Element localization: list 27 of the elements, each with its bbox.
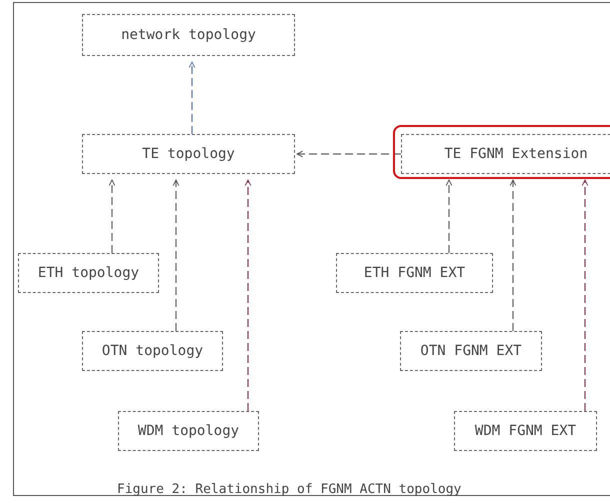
arrow bbox=[296, 150, 401, 158]
topology-box bbox=[400, 331, 542, 371]
arrow bbox=[446, 180, 452, 253]
topology-box bbox=[336, 253, 493, 293]
figure-caption: Figure 2: Relationship of FGNM ACTN topology bbox=[117, 482, 462, 497]
box-label: OTN topology bbox=[102, 343, 204, 359]
topology-box bbox=[18, 253, 159, 293]
box-label: ETH topology bbox=[38, 265, 140, 281]
topology-box bbox=[401, 134, 610, 174]
topology-box bbox=[82, 14, 295, 56]
topology-box bbox=[118, 411, 259, 451]
box-label: TE topology bbox=[142, 146, 235, 162]
topology-box bbox=[82, 331, 223, 371]
arrow bbox=[510, 180, 516, 331]
arrow bbox=[188, 62, 196, 134]
arrow bbox=[244, 180, 252, 411]
box-label: ETH FGNM EXT bbox=[364, 265, 466, 281]
box-label: OTN FGNM EXT bbox=[420, 343, 522, 359]
box-label: WDM topology bbox=[138, 423, 240, 439]
arrow bbox=[108, 180, 116, 253]
topology-box bbox=[454, 411, 597, 451]
box-label: TE FGNM Extension bbox=[444, 146, 588, 162]
arrow bbox=[582, 180, 588, 411]
topology-box bbox=[82, 134, 295, 174]
box-label: network topology bbox=[121, 27, 256, 43]
arrow bbox=[172, 180, 180, 331]
box-label: WDM FGNM EXT bbox=[474, 423, 576, 439]
